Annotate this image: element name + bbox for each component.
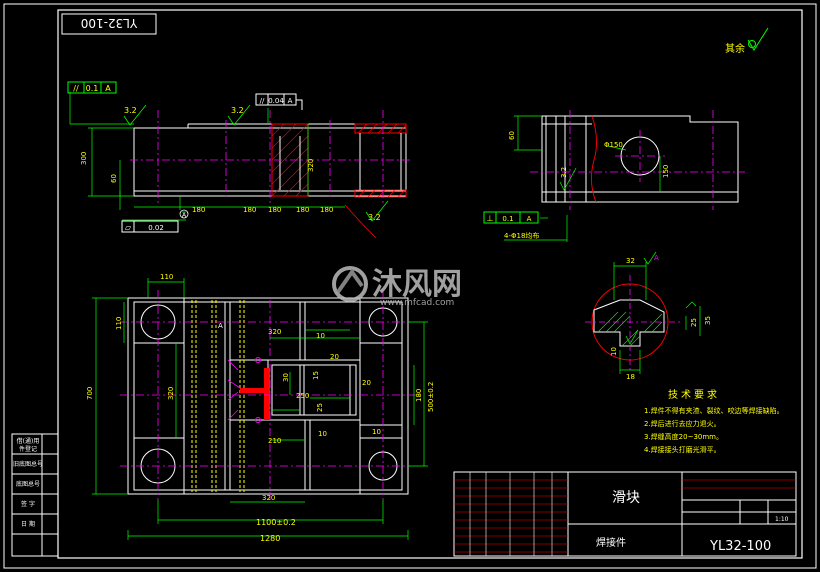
tol-left-symbol: //: [73, 84, 79, 93]
front-dim-small: 60: [110, 174, 118, 183]
side-table-row-2: 件登记: [19, 445, 37, 453]
tech-item-4: 4.焊接接头打磨光滑平。: [644, 445, 721, 454]
front-rough-a: 3.2: [124, 106, 137, 115]
watermark: 沐风网 www.mfcad.com: [332, 266, 462, 308]
side-table-row-3: 旧底图总号: [13, 460, 43, 468]
front-rough-b: 3.2: [231, 106, 244, 115]
watermark-logo-icon: [332, 266, 368, 302]
section-dim-25: 25: [690, 318, 698, 327]
tol-left-datum: A: [105, 84, 111, 93]
roughness-symbol: 其余: [725, 27, 769, 55]
watermark-main-text: 沐风网: [372, 267, 462, 302]
side-tol-datum: A: [527, 215, 532, 223]
side-rough: 3.2: [560, 167, 568, 178]
top-dim-320-h: 320: [262, 494, 275, 502]
flatness-value: 0.02: [148, 224, 164, 232]
drawing-frame: [3, 3, 817, 569]
top-dim-1280: 1280: [260, 534, 280, 543]
side-table-row-1: 借(通)用: [17, 437, 40, 445]
side-table-row-6: 日 期: [21, 520, 35, 528]
section-dim-10: 10: [610, 347, 618, 356]
top-label-a: A: [218, 322, 223, 330]
top-dim-15: 15: [312, 371, 320, 380]
side-dim-hole: Φ150: [604, 141, 623, 149]
tol-mid-value: 0.04: [268, 97, 284, 105]
section-dim-18: 18: [626, 373, 635, 381]
front-dim-b4: 180: [320, 206, 333, 214]
top-dim-30: 30: [282, 373, 290, 382]
flatness-symbol: ▱: [125, 223, 132, 232]
top-dim-1100: 1100±0.2: [256, 518, 296, 527]
front-datum-a: A: [182, 212, 187, 219]
top-dim-500: 500±0.2: [427, 382, 435, 412]
tech-item-2: 2.焊后进行去应力退火。: [644, 419, 721, 428]
front-dim-b2: 180: [268, 206, 281, 214]
side-dim-right: 150: [662, 165, 670, 178]
tech-item-3: 3.焊缝高度20~30mm。: [644, 432, 723, 441]
tech-requirements: 技术要求 1.焊件不得有夹渣、裂纹、咬边等焊接缺陷。 2.焊后进行去应力退火。 …: [644, 388, 784, 454]
side-tol-value: 0.1: [502, 215, 513, 223]
top-dim-180: 180: [415, 389, 423, 402]
title-part-type: 焊接件: [596, 536, 626, 549]
front-rough-c: 3.2: [368, 213, 381, 222]
tech-title: 技术要求: [668, 388, 720, 401]
top-dim-320-v: 320: [167, 387, 175, 400]
side-dim-left: 60: [508, 131, 516, 140]
title-drawing-code: YL32-100: [709, 539, 771, 554]
top-dim-250: 250: [296, 392, 309, 400]
top-view: 110 110 700 320 500±0.2 180 320 1100±0.2…: [86, 273, 435, 543]
section-detail: 32 35 25 18 10 A: [585, 251, 712, 381]
top-dim-110-top: 110: [160, 273, 173, 281]
front-bottom-dims: 180 180 180 180 180: [192, 206, 333, 214]
front-view: // 0.1 A // 0.04 A 3.2 3.2 3.2 300 60 32…: [67, 81, 410, 239]
front-tolerance-mid: // 0.04 A: [255, 93, 303, 110]
tol-mid-datum: A: [288, 97, 293, 105]
top-dim-110-left: 110: [115, 317, 123, 330]
top-dim-20a: 20: [330, 353, 339, 361]
front-dim-b0: 180: [192, 206, 205, 214]
front-tolerance-left: // 0.1 A: [67, 81, 117, 94]
front-dim-b3: 180: [296, 206, 309, 214]
tech-item-1: 1.焊件不得有夹渣、裂纹、咬边等焊接缺陷。: [644, 406, 784, 415]
tol-left-value: 0.1: [86, 84, 99, 93]
title-scale: 1:10: [775, 516, 789, 523]
section-label: A: [654, 254, 659, 262]
front-flatness: ▱ 0.02: [121, 220, 179, 233]
top-dim-25: 25: [316, 403, 324, 412]
top-dim-700: 700: [86, 387, 94, 400]
top-dim-10a: 10: [316, 332, 325, 340]
front-dim-b1: 180: [243, 206, 256, 214]
side-table-row-5: 签 字: [21, 500, 35, 508]
watermark-url: www.mfcad.com: [380, 298, 454, 308]
drawing-code-text: YL32-100: [81, 16, 139, 30]
drawing-code-box: YL32-100: [61, 13, 157, 35]
side-table-row-4: 底图总号: [16, 480, 40, 488]
top-dim-20b: 20: [362, 379, 371, 387]
top-dim-10b: 10: [372, 428, 381, 436]
tol-mid-symbol: //: [260, 97, 265, 105]
top-dim-10c: 10: [318, 430, 327, 438]
side-view: 60 Φ150 3.2 150 ⊥ 0.1 A 4-Φ18均布: [483, 110, 745, 242]
weld-marker: [227, 357, 270, 423]
front-dim-top: 320: [307, 159, 315, 172]
side-tolerance: ⊥ 0.1 A: [483, 211, 539, 224]
roughness-label: 其余: [725, 42, 745, 55]
front-dim-height: 300: [80, 152, 88, 165]
side-note-holes: 4-Φ18均布: [504, 231, 539, 240]
section-dim-35: 35: [704, 316, 712, 325]
title-part-name: 滑块: [612, 489, 640, 506]
title-block: 滑块 焊接件 YL32-100 1:10: [453, 471, 797, 557]
side-tol-symbol: ⊥: [487, 214, 494, 223]
side-table: 借(通)用 件登记 旧底图总号 底图总号 签 字 日 期: [11, 433, 59, 557]
section-dim-32: 32: [626, 257, 635, 265]
top-dim-210: 210: [268, 437, 281, 445]
top-dim-320-in: 320: [268, 328, 281, 336]
